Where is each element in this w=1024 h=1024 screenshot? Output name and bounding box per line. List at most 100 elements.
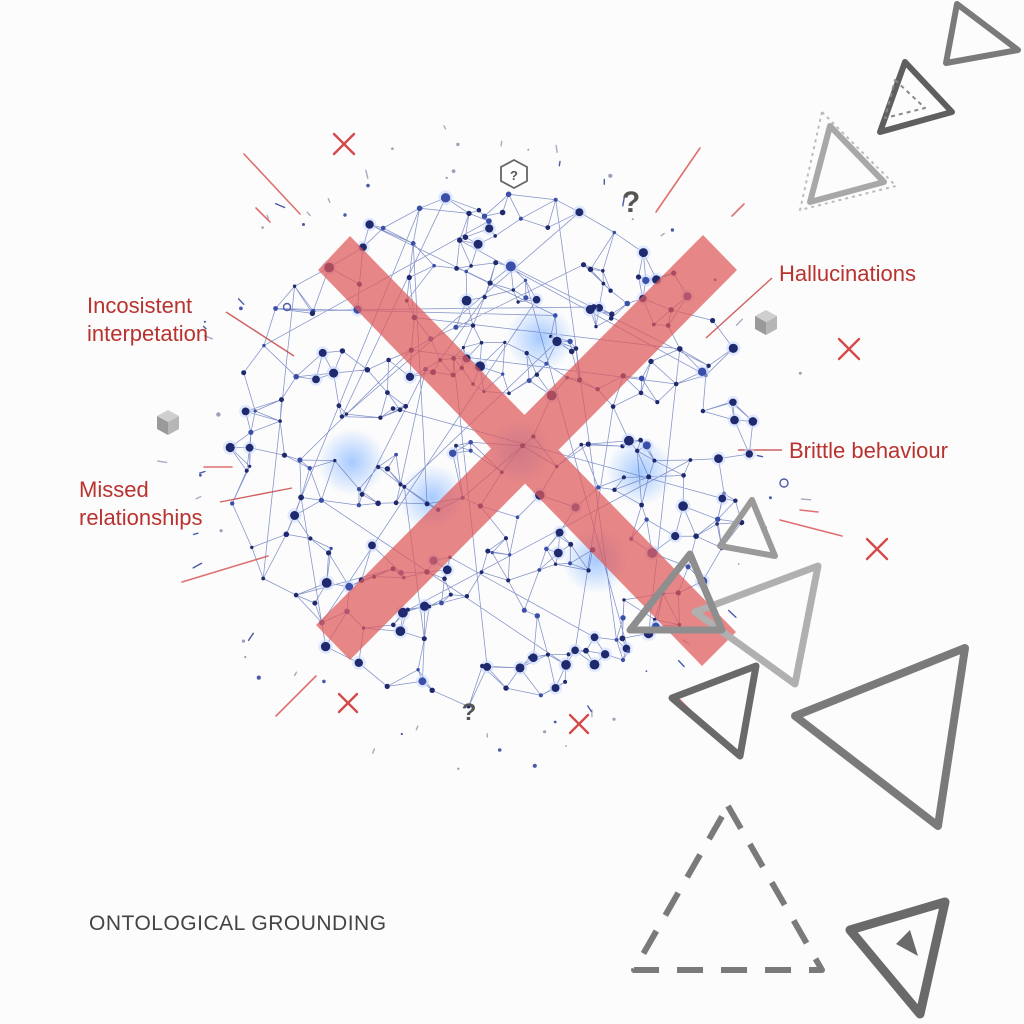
network-node (639, 502, 644, 508)
network-node (685, 564, 691, 570)
network-dust (156, 125, 812, 770)
network-node (571, 646, 579, 655)
network-node (610, 404, 616, 409)
triangle-icon (943, 1, 1021, 66)
network-node (596, 485, 601, 490)
dust-speck (456, 142, 460, 147)
network-node (706, 363, 711, 368)
network-node (516, 300, 520, 304)
network-node (529, 653, 538, 662)
network-node (532, 295, 541, 304)
network-node (230, 501, 235, 506)
network-node (298, 494, 304, 501)
network-node (487, 280, 493, 286)
network-node (454, 443, 458, 448)
dust-speck (366, 183, 370, 188)
network-node (729, 398, 737, 406)
network-node (537, 568, 542, 572)
dust-speck (737, 563, 740, 565)
network-node (568, 541, 574, 547)
network-node (561, 660, 571, 670)
network-node (461, 295, 472, 306)
triangle-icon (691, 562, 822, 688)
big-red-x-icon (316, 235, 737, 666)
network-node (485, 224, 494, 233)
network-node (461, 345, 465, 350)
dust-speck (645, 670, 648, 672)
network-node (673, 381, 679, 387)
network-node (644, 517, 649, 522)
network-node (678, 501, 688, 511)
network-node (745, 450, 753, 458)
cross-mark-icon (568, 713, 590, 735)
network-node (469, 264, 473, 268)
network-node (553, 197, 558, 202)
triangle-icon (626, 550, 726, 634)
network-node (376, 464, 381, 470)
network-node (715, 516, 721, 522)
network-node (555, 528, 564, 537)
glow-spot (606, 438, 674, 506)
glow-spot (506, 304, 574, 372)
dust-dash (443, 125, 447, 130)
network-node (573, 346, 579, 351)
network-node (589, 659, 600, 670)
dust-speck (302, 223, 305, 226)
network-node (733, 498, 738, 503)
network-node (442, 576, 447, 581)
network-node (568, 348, 575, 355)
network-node (405, 372, 415, 381)
network-node (345, 582, 354, 591)
triangle-icon (717, 497, 778, 559)
label-missed-relationships: Missed relationships (79, 476, 203, 532)
network-node (336, 403, 342, 409)
triangle-icon (791, 644, 969, 830)
dust-dash (555, 144, 558, 154)
dust-speck (543, 730, 547, 734)
network-node (503, 536, 509, 541)
network-node (384, 466, 391, 472)
network-node (439, 600, 444, 606)
network-node (403, 403, 409, 409)
network-node (429, 687, 435, 693)
network-node (594, 324, 598, 329)
dust-dash (203, 335, 214, 340)
triangle-icon (668, 662, 760, 760)
network-node (586, 568, 591, 573)
network-node (499, 209, 506, 216)
ring-marker (779, 478, 789, 488)
network-node (545, 225, 551, 231)
network-node (405, 607, 410, 612)
network-node (624, 435, 634, 446)
dust-dash (327, 197, 331, 204)
network-node (503, 340, 507, 344)
network-node (320, 641, 331, 652)
network-node (714, 454, 723, 463)
network-node (524, 350, 529, 356)
label-line: Brittle behaviour (789, 438, 948, 463)
network-node (528, 655, 532, 660)
network-node (321, 578, 332, 588)
network-node (281, 452, 288, 458)
network-node (567, 338, 573, 345)
dust-speck (612, 717, 616, 721)
network-node (505, 261, 516, 272)
network-node (638, 437, 643, 443)
triangle-icon (877, 59, 955, 135)
network-node (523, 295, 529, 301)
network-node (544, 361, 549, 366)
network-node (293, 373, 300, 380)
network-node (583, 647, 589, 654)
network-node (490, 551, 494, 555)
cross-mark-icon (837, 337, 861, 361)
dust-dash (660, 232, 665, 237)
network-node (748, 417, 758, 426)
network-node (290, 511, 300, 520)
network-node (534, 372, 540, 377)
network-node (454, 266, 459, 271)
dust-speck (322, 679, 326, 684)
label-line: Hallucinations (779, 261, 916, 286)
dust-speck (241, 639, 246, 643)
